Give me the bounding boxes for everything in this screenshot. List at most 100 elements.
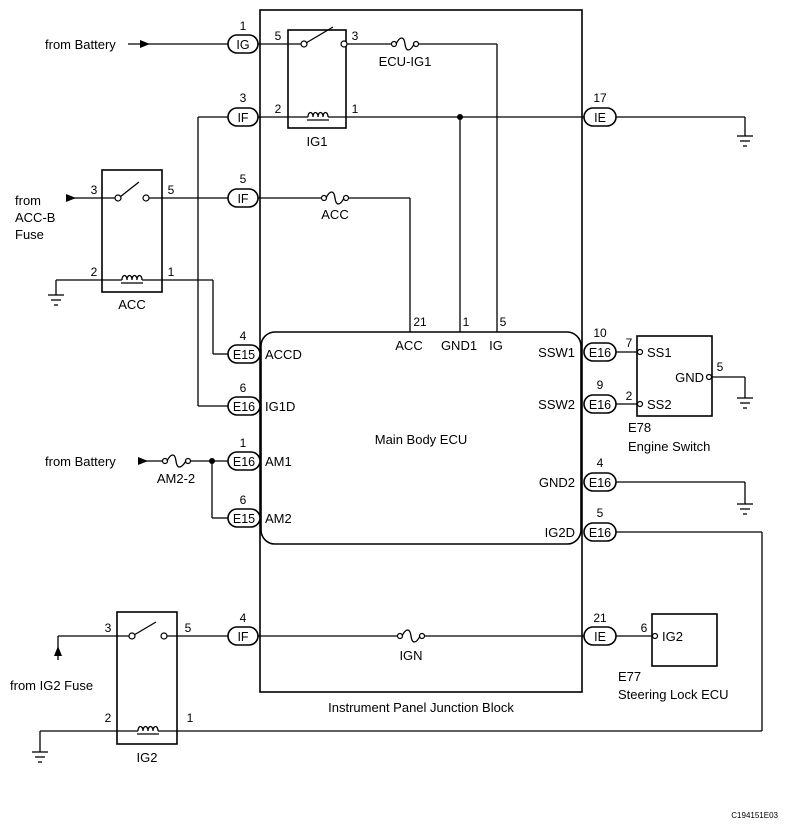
connector-if-3-label: IF	[237, 111, 248, 125]
connector-e16-ssw2	[583, 394, 617, 414]
pin-number: 10	[593, 326, 607, 340]
terminal-ssw1: SSW1	[538, 345, 575, 360]
connector-e16-ssw1	[583, 342, 617, 362]
pin-number: 3	[352, 29, 359, 43]
junction-dot	[457, 114, 463, 120]
label-from-accb-line3: Fuse	[15, 227, 44, 242]
ground-icon	[737, 397, 753, 409]
connector-ig-label: IG	[236, 38, 249, 52]
engine-switch-box	[636, 335, 713, 417]
label-engine-switch: Engine Switch	[628, 439, 710, 454]
label-from-accb-line2: ACC-B	[15, 210, 55, 225]
connector-e16-ig2d-label: E16	[589, 526, 611, 540]
terminal-ig2d: IG2D	[545, 525, 575, 540]
terminal-gnd1: GND1	[441, 338, 477, 353]
arrow-right-icon	[66, 194, 76, 202]
connectors: IG IF IF IE E15 E16 E16 E15 E16 E16 E16 …	[227, 34, 617, 646]
connector-ig	[227, 34, 259, 54]
label-ign-fuse: IGN	[399, 648, 422, 663]
coil-icon	[121, 274, 143, 284]
label-from-battery: from Battery	[45, 37, 116, 52]
terminal-gnd2: GND2	[539, 475, 575, 490]
label-from-accb-line1: from	[15, 193, 41, 208]
ground-icon	[48, 294, 64, 306]
label-main-body-ecu: Main Body ECU	[375, 432, 467, 447]
main-body-ecu-box	[260, 331, 582, 545]
pin-number: 7	[626, 336, 633, 350]
pin-number: 2	[105, 711, 112, 725]
connector-if-5	[227, 188, 259, 208]
arrows	[54, 40, 150, 656]
fuse-icon	[390, 37, 420, 51]
terminal-ss1	[636, 348, 644, 356]
pin-number: 21	[593, 611, 607, 625]
pin-number: 2	[91, 265, 98, 279]
pin-number: 1	[240, 19, 247, 33]
terminal-gnd	[705, 373, 713, 381]
label-acc-fuse: ACC	[321, 207, 348, 222]
terminal-accd: ACCD	[265, 347, 302, 362]
relay-coils	[121, 111, 329, 735]
coil-icon	[137, 725, 159, 735]
label-ecu-ig1-fuse: ECU-IG1	[379, 54, 432, 69]
connector-e16-am1	[227, 451, 261, 471]
pin-number: 2	[626, 389, 633, 403]
connector-e15-am2-label: E15	[233, 512, 255, 526]
pin-number: 1	[463, 315, 470, 329]
ground-icon	[737, 503, 753, 515]
component-labels: from Battery from ACC-B Fuse from Batter…	[10, 37, 779, 820]
fuse-icon	[396, 629, 426, 643]
pin-number: 17	[593, 91, 607, 105]
connector-e16-ssw1-label: E16	[589, 346, 611, 360]
terminal-ig: IG	[489, 338, 503, 353]
ground-icon	[32, 751, 48, 763]
pin-number: 5	[240, 172, 247, 186]
label-ig1-relay: IG1	[307, 134, 328, 149]
ig2-relay-box	[116, 611, 178, 745]
label-acc-relay: ACC	[118, 297, 145, 312]
pin-number: 6	[641, 621, 648, 635]
pin-number: 1	[240, 436, 247, 450]
connector-e15-accd-label: E15	[233, 348, 255, 362]
pin-number: 4	[597, 456, 604, 470]
connector-e16-am1-label: E16	[233, 455, 255, 469]
connector-ie-17	[583, 107, 617, 127]
junction-dot	[209, 458, 215, 464]
pin-number: 4	[240, 329, 247, 343]
connector-if-3	[227, 107, 259, 127]
label-e77: E77	[618, 669, 641, 684]
pin-number: 4	[240, 611, 247, 625]
connector-e16-ig1d	[227, 396, 261, 416]
connector-if-5-label: IF	[237, 192, 248, 206]
connector-e15-accd	[227, 344, 261, 364]
arrow-up-icon	[54, 646, 62, 656]
image-code: C194151E03	[731, 811, 778, 820]
wires	[39, 43, 763, 752]
terminal-am2: AM2	[265, 511, 292, 526]
label-from-ig2-fuse: from IG2 Fuse	[10, 678, 93, 693]
terminal-gnd: GND	[675, 370, 704, 385]
terminal-ig2	[651, 632, 659, 640]
label-junction-block: Instrument Panel Junction Block	[328, 700, 514, 715]
label-am2-2-fuse: AM2-2	[157, 471, 195, 486]
terminal-ss1: SS1	[647, 345, 672, 360]
connector-if-4-label: IF	[237, 630, 248, 644]
coil-icon	[307, 111, 329, 121]
connector-e16-ssw2-label: E16	[589, 398, 611, 412]
pin-numbers: 1 5 3 3 2 1 17 3 5 5 2 1 21 1 5 4 6 1 6 …	[91, 19, 724, 725]
pin-number: 5	[185, 621, 192, 635]
terminal-names: ACC GND1 IG ACCD IG1D AM1 AM2 SSW1 SSW2 …	[265, 338, 704, 644]
terminal-am1: AM1	[265, 454, 292, 469]
connector-e16-ig2d	[583, 522, 617, 542]
pin-number: 1	[187, 711, 194, 725]
pin-number: 1	[352, 102, 359, 116]
fuses	[161, 37, 426, 643]
terminal-ss2	[636, 400, 644, 408]
pin-number: 5	[717, 360, 724, 374]
terminal-ig1d: IG1D	[265, 399, 295, 414]
grounds	[32, 135, 753, 763]
pin-number: 1	[168, 265, 175, 279]
fuse-icon	[320, 191, 350, 205]
pin-number: 5	[597, 506, 604, 520]
